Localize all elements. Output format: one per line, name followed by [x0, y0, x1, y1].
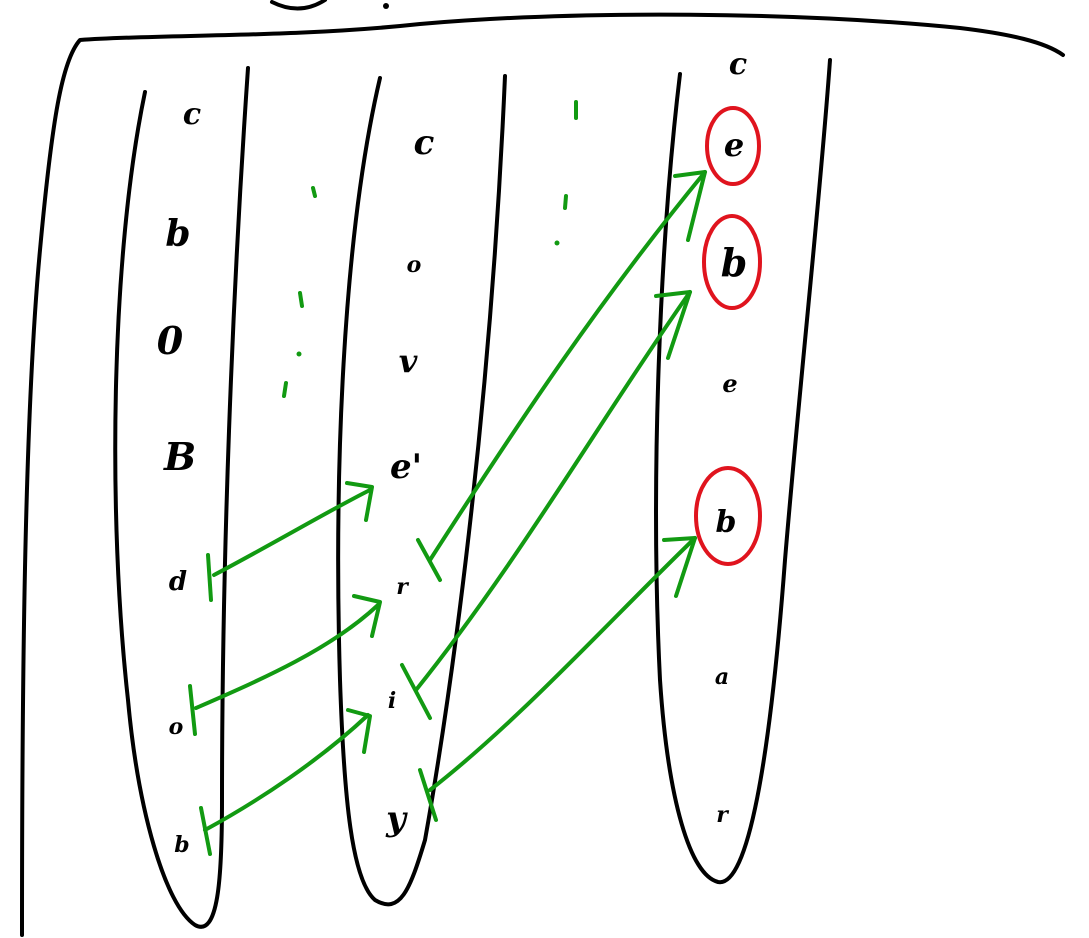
- column-1-glyph-4: B: [163, 434, 196, 479]
- column-1-glyph-2: b: [165, 213, 190, 255]
- column-3-outline: [654, 58, 832, 885]
- column-3-glyph-3: b: [721, 240, 748, 285]
- mapping-arrow-3: [199, 708, 372, 856]
- column-1-glyph-6: o: [169, 714, 184, 740]
- column-3-glyph-7: r: [716, 802, 729, 828]
- column-2-outline: [336, 74, 507, 907]
- column-2-glyph-4: e': [390, 447, 422, 487]
- column-2-glyph-1: c: [414, 123, 435, 163]
- highlight-circle-2: [702, 214, 762, 310]
- highlight-circle-1: [705, 106, 761, 186]
- column-3-glyphs: c e b e b a r: [715, 47, 747, 828]
- column-3-glyph-6: a: [715, 664, 729, 690]
- column-2-glyphs: c o v e' r i y: [385, 123, 435, 839]
- column-2-glyph-2: o: [407, 252, 422, 278]
- mapping-arrow-2: [188, 594, 382, 736]
- column-3-glyph-4: e: [722, 369, 737, 398]
- top-dot: [383, 3, 389, 9]
- column-1-glyph-7: b: [174, 832, 189, 858]
- column-3-glyph-5: b: [716, 505, 737, 540]
- column-1-outline: [113, 66, 250, 929]
- mapping-arrow-5: [400, 290, 692, 720]
- column-3-glyph-1: c: [729, 47, 747, 82]
- mapping-arrow-4: [416, 170, 707, 582]
- column-1-glyph-1: c: [183, 97, 201, 132]
- column-2-glyph-6: i: [388, 688, 396, 714]
- dots-group-2: [554, 100, 578, 246]
- column-2-glyph-3: v: [399, 342, 418, 380]
- column-2-glyph-7: y: [385, 799, 408, 839]
- mapping-arrow-6: [418, 536, 697, 822]
- outer-container: [20, 12, 1065, 937]
- column-3-glyph-2: e: [724, 126, 744, 164]
- mapping-arrow-1: [206, 481, 374, 602]
- column-2-glyph-5: r: [396, 574, 409, 600]
- column-1-glyphs: c b 0Bd o b: [157, 97, 201, 858]
- highlight-circle-3: [694, 466, 762, 566]
- dots-group-1: [282, 186, 317, 398]
- top-fragment-stroke: [270, 0, 327, 11]
- column-1-glyph-5: d: [169, 567, 187, 597]
- column-1-glyph-3: 0: [157, 318, 184, 363]
